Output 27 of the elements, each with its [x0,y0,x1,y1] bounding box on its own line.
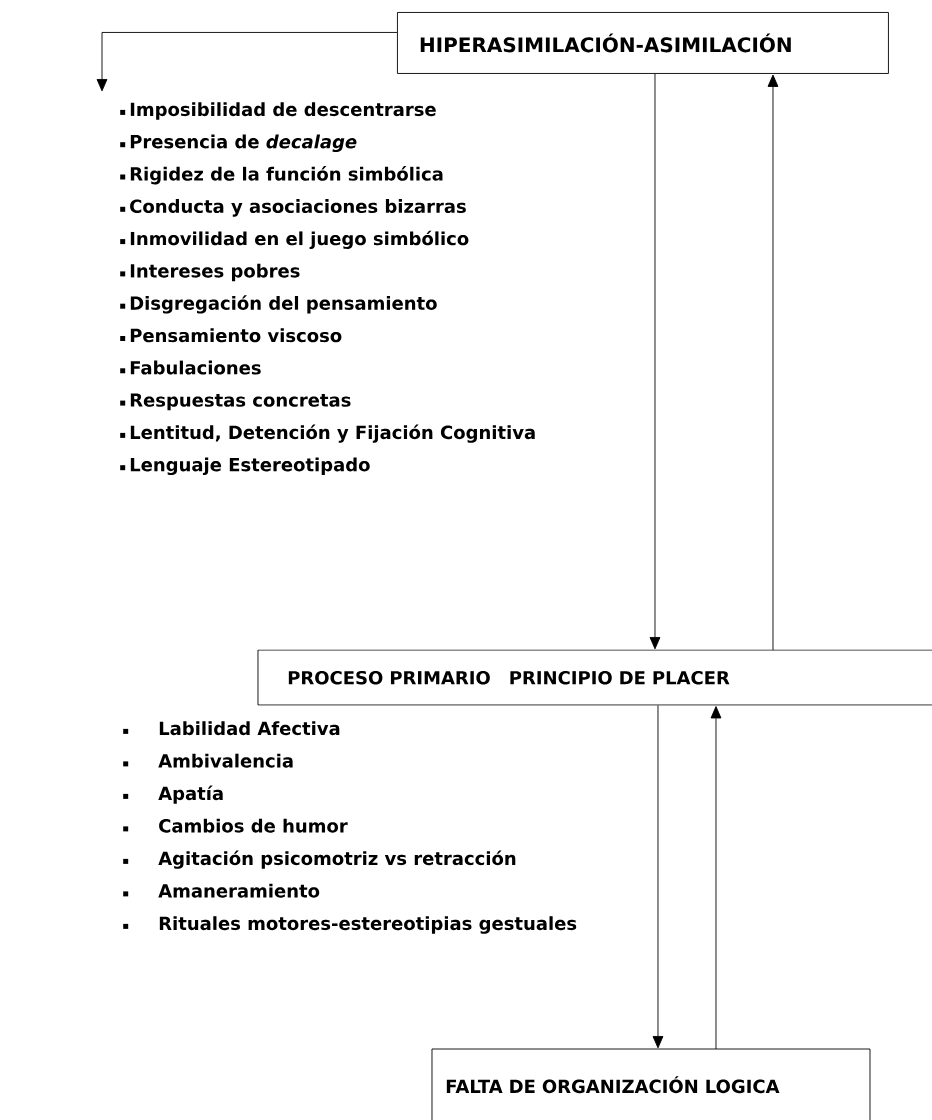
list-item: Rituales motores-estereotipias gestuales [123,916,577,934]
list-item: Agitación psicomotriz vs retracción [123,850,516,869]
arrow [652,704,664,1049]
list-item: Conducta y asociaciones bizarras [120,199,466,217]
list-item: Ambivalencia [123,753,293,768]
list-item: Apatía [123,785,223,804]
list-item: Fabulaciones [120,360,261,375]
arrow [710,706,722,1050]
list-item: Pensamiento viscoso [120,328,342,343]
list-item: Labilidad Afectiva [123,721,340,736]
list-item: Lenguaje Estereotipado [120,457,370,476]
heading-box: PROCESO PRIMARIO PRINCIPIO DE PLACER [257,649,932,706]
list-item: Cambios de humor [123,818,348,833]
list-item: Respuestas concretas [120,393,351,411]
list-item: Rigidez de la función simbólica [120,166,443,185]
list-item: Intereses pobres [120,263,300,282]
list-item: Imposibilidad de descentrarse [120,102,436,120]
list-item: Lentitud, Detención y Fijación Cognitiva [120,424,535,443]
list-item: Inmovilidad en el juego simbólico [120,230,469,249]
arrow [96,32,398,92]
list-item: Disgregación del pensamiento [120,295,437,314]
heading-box: FALTA DE ORGANIZACIÓN LOGICA [431,1048,871,1120]
arrow [649,73,661,650]
heading-box: HIPERASIMILACIÓN-ASIMILACIÓN [397,12,889,74]
arrow [767,74,779,651]
list-item: Amaneramiento [123,883,320,898]
list-item: Presencia de decalage [120,134,357,153]
